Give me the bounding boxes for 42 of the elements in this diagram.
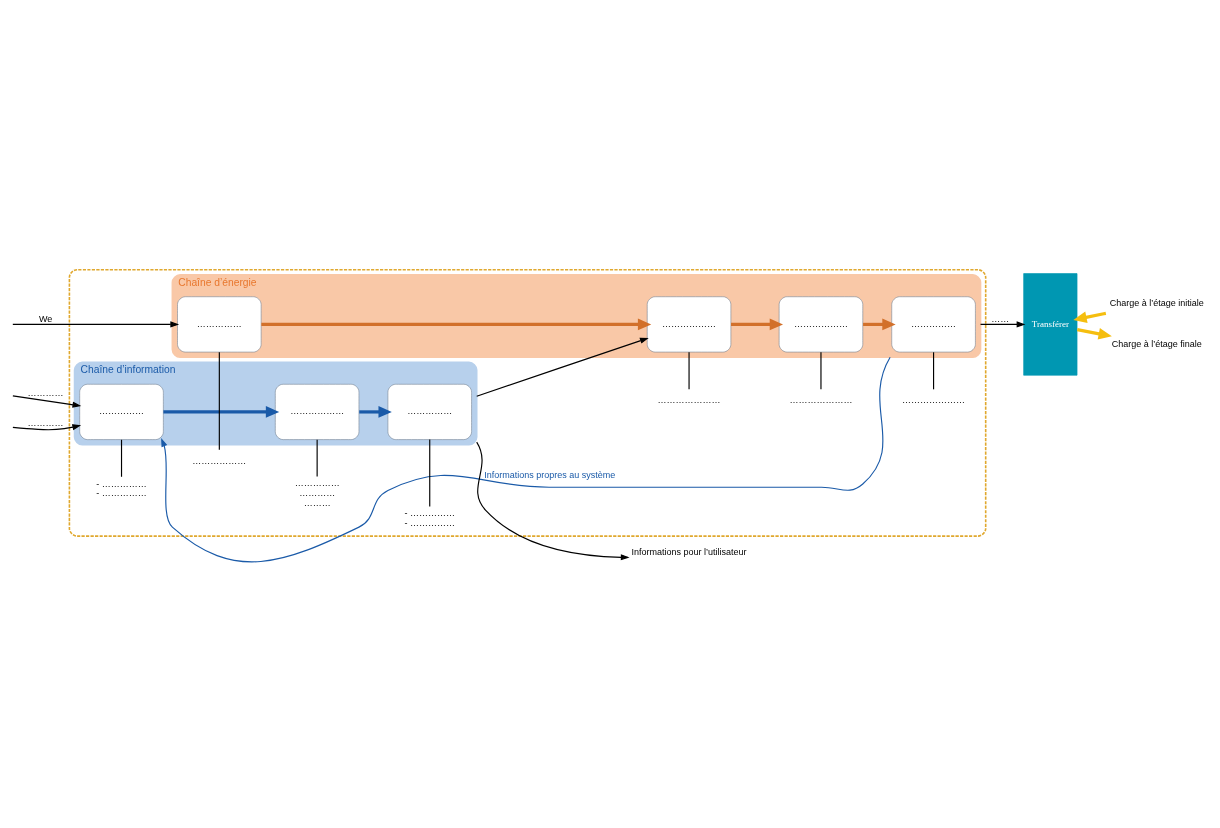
node-text: Charge à l’étage initiale xyxy=(1109,297,1204,308)
edge-label: ………… xyxy=(27,417,64,428)
connector xyxy=(933,351,935,390)
connector xyxy=(218,351,220,450)
node-box: Transférer xyxy=(1023,272,1078,376)
arrow xyxy=(863,318,896,330)
node-text: ………………… xyxy=(902,394,966,405)
node-box: …………… xyxy=(387,383,472,440)
arrow xyxy=(476,337,649,397)
node-box: …………… xyxy=(891,295,976,352)
node-text: ………………… xyxy=(657,394,721,405)
connector xyxy=(316,438,318,477)
edge-label: …… xyxy=(991,313,1010,324)
node-box: ……………… xyxy=(646,295,732,352)
node-text: ……………… xyxy=(192,455,247,466)
arrow xyxy=(359,405,392,418)
node-box: ……………… xyxy=(275,383,360,440)
arrow xyxy=(261,318,652,330)
edge-label: We xyxy=(38,313,53,324)
arrow xyxy=(979,320,1026,327)
arrow xyxy=(1073,311,1107,323)
node-text: - …………… - …………… xyxy=(404,507,455,528)
arrow xyxy=(161,356,891,562)
node-box: ……………… xyxy=(778,295,864,352)
arrow xyxy=(731,318,784,330)
arrow xyxy=(163,405,280,418)
arrow xyxy=(1076,327,1112,339)
arrow xyxy=(12,394,82,408)
node-text: - …………… - …………… xyxy=(96,478,147,498)
edge-label: ………… xyxy=(27,387,64,398)
arrow xyxy=(12,320,180,327)
node-box: …………… xyxy=(177,295,262,352)
connector xyxy=(120,438,123,477)
edge-label: Informations propres au système xyxy=(484,469,616,480)
arrow xyxy=(476,441,630,560)
arrow xyxy=(12,423,82,430)
node-text: Informations pour l’utilisateur xyxy=(631,546,747,557)
connector xyxy=(429,438,431,507)
node-text: ………………… xyxy=(789,394,853,405)
node-text: Charge à l’étage finale xyxy=(1111,338,1202,349)
node-box: …………… xyxy=(79,383,164,440)
node-text: …………… ………… ……… xyxy=(294,477,340,508)
